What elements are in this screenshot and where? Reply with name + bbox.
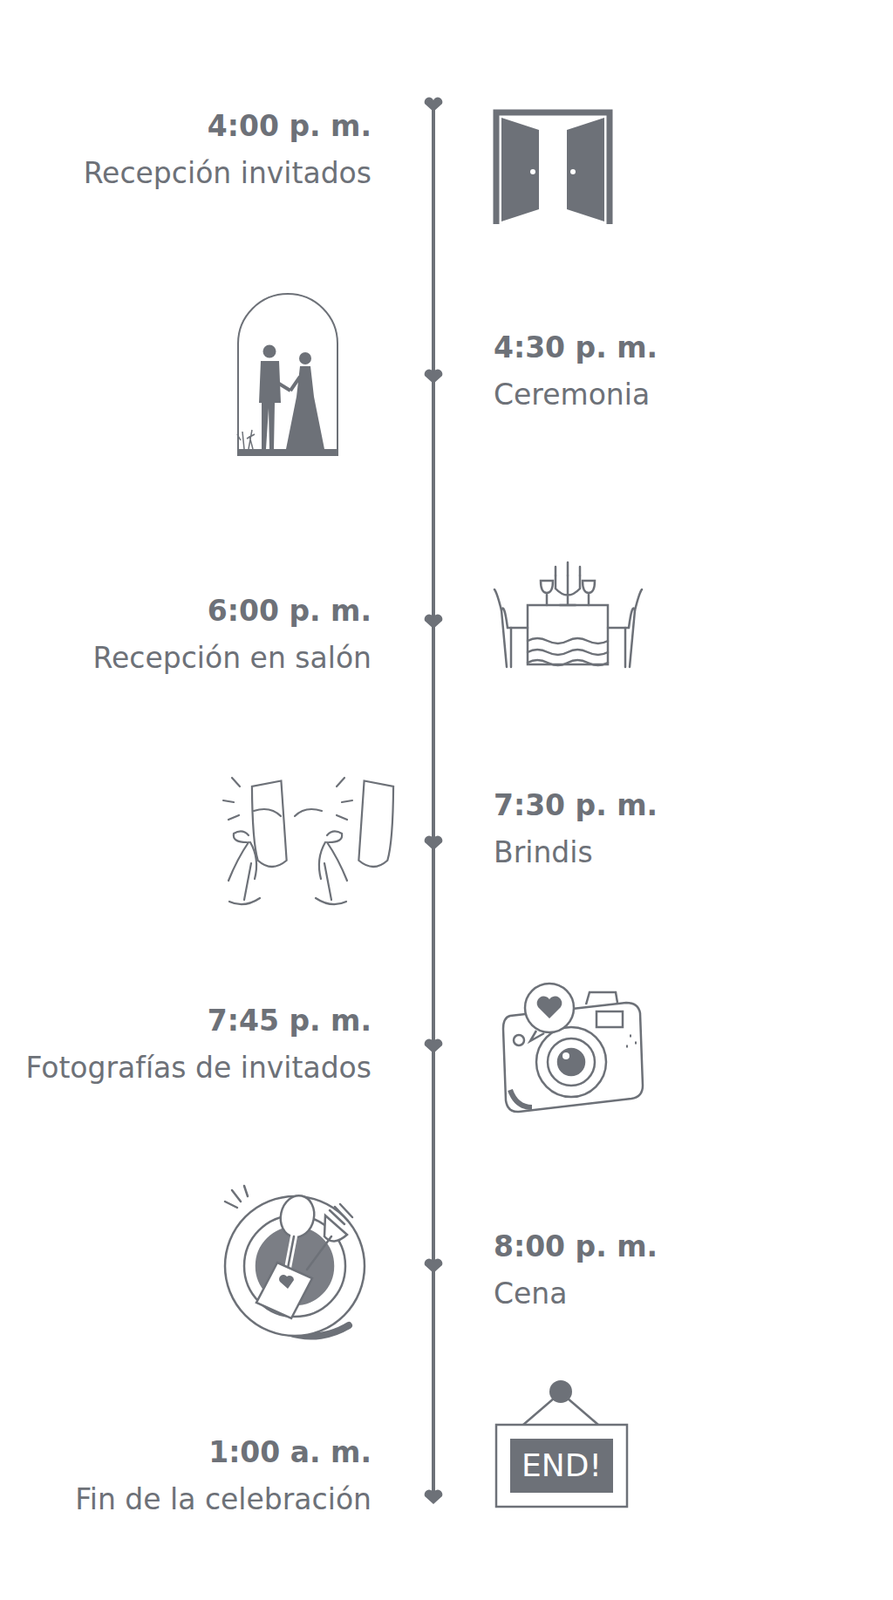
event-time: 1:00 a. m. xyxy=(12,1429,372,1477)
event-time: 8:00 p. m. xyxy=(493,1223,878,1271)
table-icon xyxy=(494,562,642,668)
event-label: Brindis xyxy=(493,829,878,877)
timeline-event: 1:00 a. m.Fin de la celebración xyxy=(12,1429,372,1524)
event-label: Recepción en salón xyxy=(12,634,372,682)
event-label: Cena xyxy=(493,1270,878,1318)
timeline-event: 4:00 p. m.Recepción invitados xyxy=(12,102,372,198)
event-time: 7:45 p. m. xyxy=(12,997,372,1045)
heart-markers xyxy=(424,97,444,1505)
timeline-event: 4:30 p. m.Ceremonia xyxy=(493,324,878,419)
end-sign xyxy=(496,1380,628,1507)
sign-text: END! xyxy=(521,1450,602,1482)
event-time: 7:30 p. m. xyxy=(493,782,878,830)
event-time: 6:00 p. m. xyxy=(12,587,372,635)
timeline-event: 8:00 p. m.Cena xyxy=(493,1223,878,1318)
timeline-spine xyxy=(431,105,436,1497)
toast-icon xyxy=(223,777,406,905)
event-label: Fotografías de invitados xyxy=(12,1044,372,1092)
timeline-event: 6:00 p. m.Recepción en salón xyxy=(12,587,372,682)
timeline-event: 7:45 p. m.Fotografías de invitados xyxy=(12,997,372,1092)
event-time: 4:00 p. m. xyxy=(12,102,372,150)
event-label: Fin de la celebración xyxy=(12,1476,372,1524)
door-icon xyxy=(496,112,610,225)
camera-icon xyxy=(503,983,643,1112)
plate-icon xyxy=(224,1186,365,1337)
couple-icon xyxy=(237,293,339,457)
timeline-event: 7:30 p. m.Brindis xyxy=(493,782,878,877)
event-label: Recepción invitados xyxy=(12,149,372,198)
event-label: Ceremonia xyxy=(493,371,878,419)
event-time: 4:30 p. m. xyxy=(493,324,878,372)
